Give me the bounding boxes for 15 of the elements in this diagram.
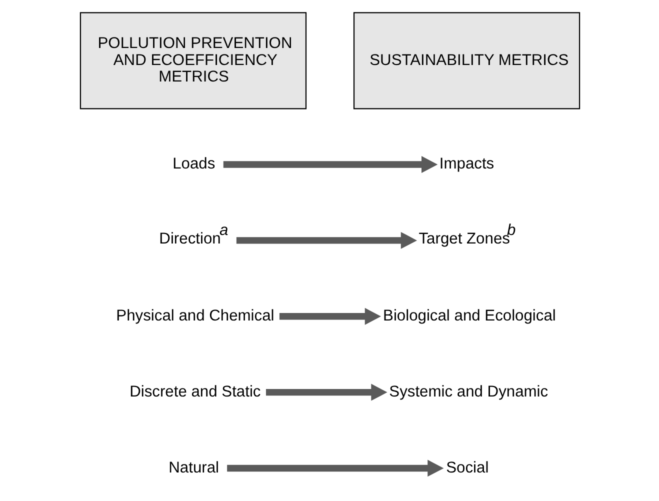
node-text: Physical and Chemical bbox=[116, 308, 274, 325]
arrow bbox=[222, 156, 438, 173]
node-text: Natural bbox=[168, 459, 219, 476]
node-box: SUSTAINABILITY METRICS bbox=[352, 12, 580, 110]
node-text: Systemic and Dynamic bbox=[388, 383, 548, 400]
arrow bbox=[226, 460, 444, 477]
node-text: Social bbox=[446, 459, 488, 476]
arrow bbox=[236, 232, 417, 249]
node-text: Biological and Ecological bbox=[382, 308, 556, 325]
node-text: Discrete and Static bbox=[129, 383, 260, 400]
node-text: Impacts bbox=[438, 156, 494, 173]
node-text: Loads bbox=[172, 156, 215, 173]
arrow bbox=[265, 384, 387, 401]
arrow bbox=[278, 308, 380, 325]
node-box: POLLUTION PREVENTION AND ECOEFFICIENCY METRICS bbox=[79, 12, 306, 110]
